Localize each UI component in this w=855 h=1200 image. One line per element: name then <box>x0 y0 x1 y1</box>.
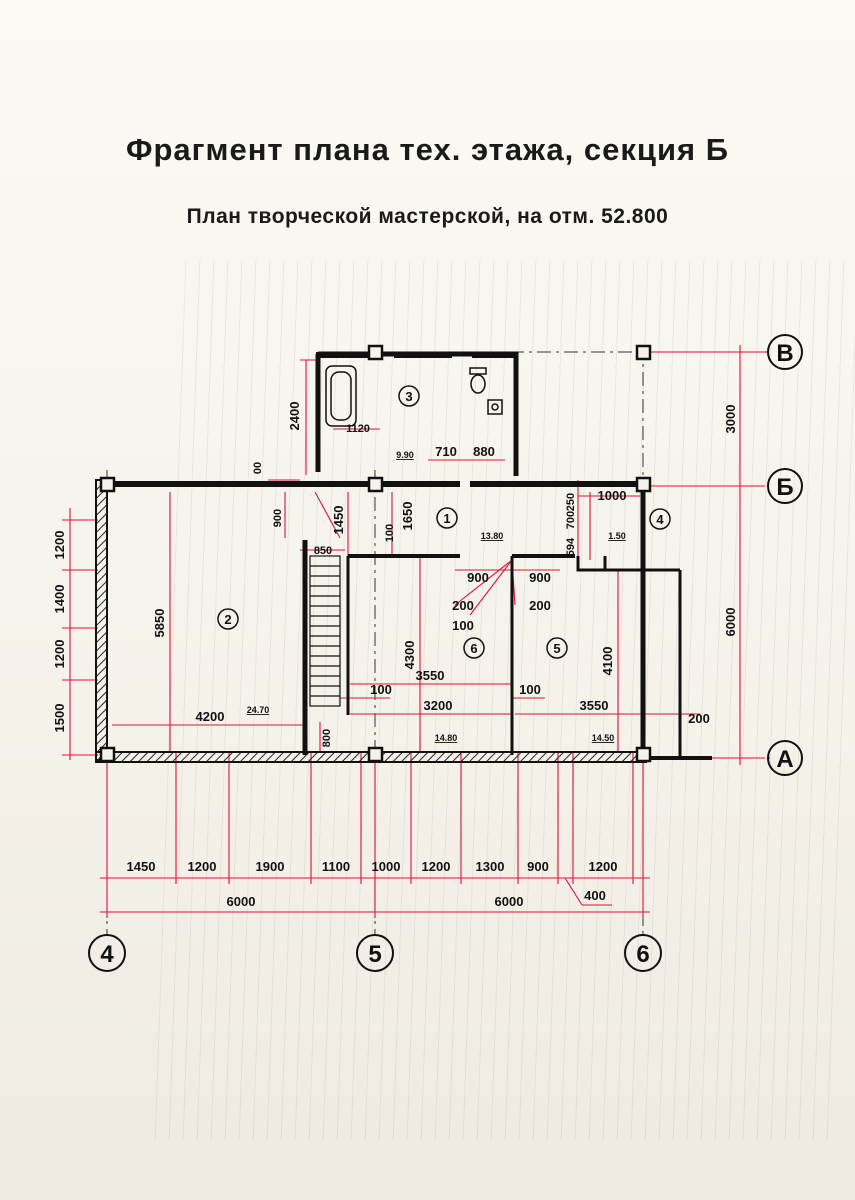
axis-bubble-5: 5 <box>356 934 394 972</box>
room-5-marker: 5 <box>546 637 568 659</box>
svg-text:Б: Б <box>776 474 793 501</box>
svg-text:5: 5 <box>553 641 560 656</box>
room-2-marker: 2 <box>217 608 239 630</box>
axis-bubble-a: А <box>767 740 803 776</box>
dim-room6-width: 3550 <box>416 668 445 683</box>
room-3-area: 9.90 <box>396 450 414 460</box>
room-4-area: 1.50 <box>608 531 626 541</box>
dim-room3-door-1: 710 <box>435 444 457 459</box>
dim-room3-height: 2400 <box>287 402 302 431</box>
dim-mid-100-a: 100 <box>370 682 392 697</box>
dim-room4-h3: 594 <box>565 537 577 556</box>
room-6-area: 14.80 <box>435 733 458 743</box>
dim-right-3000: 3000 <box>723 405 738 434</box>
drawing-title: Фрагмент плана тех. этажа, секция Б <box>125 132 729 167</box>
dim-door-small-3: 200 <box>529 598 551 613</box>
axis-grid-lines <box>106 345 770 935</box>
room-2-area: 24.70 <box>247 705 270 715</box>
dim-stair-width: 850 <box>314 545 332 557</box>
axis-bubble-6: 6 <box>624 934 662 972</box>
dim-room5-width: 3550 <box>580 698 609 713</box>
svg-text:4: 4 <box>100 941 114 968</box>
dim-room2-height: 5850 <box>152 609 167 638</box>
svg-text:3: 3 <box>405 389 412 404</box>
dim-bottom-5: 1000 <box>372 859 401 874</box>
dim-bottom-6: 1200 <box>422 859 451 874</box>
toilet-icon <box>469 367 487 394</box>
axis-bubble-b: Б <box>767 468 803 504</box>
svg-text:4: 4 <box>656 512 664 527</box>
dim-left-1: 1200 <box>52 531 67 560</box>
dim-left-4: 1500 <box>52 704 67 733</box>
room-3-marker: 3 <box>398 385 420 407</box>
dim-bottom-8: 900 <box>527 859 549 874</box>
walls <box>95 351 712 763</box>
dim-mid-width: 3200 <box>424 698 453 713</box>
dim-corr-door: 900 <box>272 509 284 527</box>
columns <box>99 344 652 763</box>
dim-total-left: 6000 <box>227 894 256 909</box>
dim-bottom-2: 1200 <box>188 859 217 874</box>
svg-text:В: В <box>776 340 793 367</box>
dim-room4-width: 1000 <box>598 488 627 503</box>
svg-text:А: А <box>776 746 793 773</box>
room-4-marker: 4 <box>649 508 671 530</box>
dim-total-right: 6000 <box>495 894 524 909</box>
dim-room5-height: 4100 <box>600 647 615 676</box>
dim-corr-100: 100 <box>384 524 396 542</box>
dim-stair-height: 800 <box>321 729 333 747</box>
room-5-area: 14.50 <box>592 733 615 743</box>
dim-door-small-1: 200 <box>452 598 474 613</box>
svg-text:2: 2 <box>224 612 231 627</box>
axis-bubble-4: 4 <box>88 934 126 972</box>
room-6-marker: 6 <box>463 637 485 659</box>
room-1-marker: 1 <box>436 507 458 529</box>
dim-door-small-2: 100 <box>452 618 474 633</box>
dim-mid-100-b: 100 <box>519 682 541 697</box>
svg-text:6: 6 <box>470 641 477 656</box>
dim-bottom-4: 1100 <box>322 859 350 874</box>
dimension-lines <box>62 345 765 918</box>
dim-left-2: 1400 <box>52 585 67 614</box>
dim-bottom-1: 1450 <box>127 859 156 874</box>
dim-room2-width: 4200 <box>196 709 225 724</box>
dim-right-200: 200 <box>688 711 710 726</box>
dim-room4-h1: 250 <box>565 493 577 511</box>
dim-bottom-7: 1300 <box>476 859 505 874</box>
dim-door-room5: 900 <box>529 570 551 585</box>
dim-bottom-3: 1900 <box>256 859 285 874</box>
svg-text:1: 1 <box>443 511 450 526</box>
dim-room3-door-2: 880 <box>473 444 495 459</box>
svg-text:5: 5 <box>368 941 381 968</box>
dim-left-3: 1200 <box>52 640 67 669</box>
dim-corr-h1: 1450 <box>331 506 346 535</box>
dim-corr-00: 00 <box>252 462 264 474</box>
staircase <box>309 555 341 707</box>
dim-door-room6: 900 <box>467 570 489 585</box>
dim-right-6000: 6000 <box>723 608 738 637</box>
sink-icon <box>487 399 503 415</box>
bathtub-icon <box>325 365 357 427</box>
dim-room3-bath: 1120 <box>346 423 370 435</box>
dim-bottom-9: 1200 <box>589 859 618 874</box>
dim-bottom-extra: 400 <box>584 888 606 903</box>
axis-bubble-v: В <box>767 334 803 370</box>
dim-room6-height: 4300 <box>402 641 417 670</box>
dim-corr-h2: 1650 <box>400 502 415 531</box>
svg-text:6: 6 <box>636 941 649 968</box>
dim-room4-h2: 700 <box>565 511 577 529</box>
drawing-subtitle: План творческой мастерской, на отм. 52.8… <box>186 205 669 228</box>
room-1-area: 13.80 <box>481 531 504 541</box>
